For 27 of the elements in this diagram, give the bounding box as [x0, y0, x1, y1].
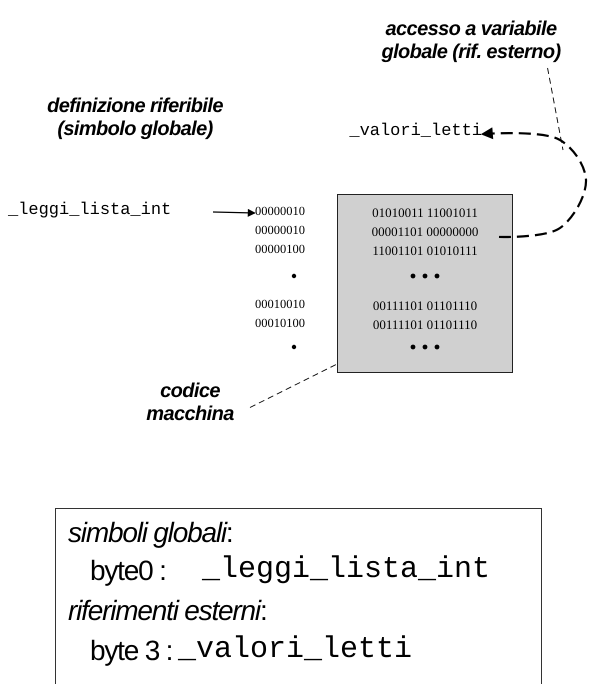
section-heading: riferimenti esterni:	[68, 595, 267, 627]
binary-code-text: 00001101 00000000	[370, 224, 480, 240]
address-text: 00010010	[255, 297, 306, 312]
address-text: 00000010	[255, 204, 333, 222]
byte-offset-text: byte 3 :	[90, 635, 172, 667]
symbol-name: _leggi_lista_int	[8, 201, 213, 223]
address-text: 00000010	[255, 223, 306, 238]
symbol-name: _valori_letti	[316, 122, 482, 144]
address-text: 00010100	[255, 316, 306, 331]
byte-offset-text: byte0 :	[90, 555, 166, 587]
symbol-name: _valori_letti	[178, 633, 412, 667]
binary-code-text: 01010011 11001011	[371, 205, 479, 221]
annotation-text: codice macchina	[130, 380, 250, 430]
dashed-arrow	[480, 127, 588, 238]
address-text: 00000100	[255, 242, 306, 257]
arrow	[212, 208, 256, 217]
machine-code-box	[337, 194, 513, 373]
section-heading: simboli globali:	[68, 517, 232, 549]
symbol-table-box	[55, 508, 542, 684]
annotation-text: accesso a variabile globale (rif. esterno)	[355, 18, 587, 68]
leader-line	[250, 364, 338, 408]
annotation-text: definizione riferibile (simbolo globale)	[46, 95, 224, 141]
leader-line	[547, 68, 564, 150]
binary-code-text: 00111101 01101110	[372, 317, 478, 333]
symbol-name: _leggi_lista_int	[202, 553, 490, 587]
binary-code-text: 11001101 01010111	[371, 243, 479, 259]
binary-code-text: 00111101 01101110	[372, 298, 478, 314]
